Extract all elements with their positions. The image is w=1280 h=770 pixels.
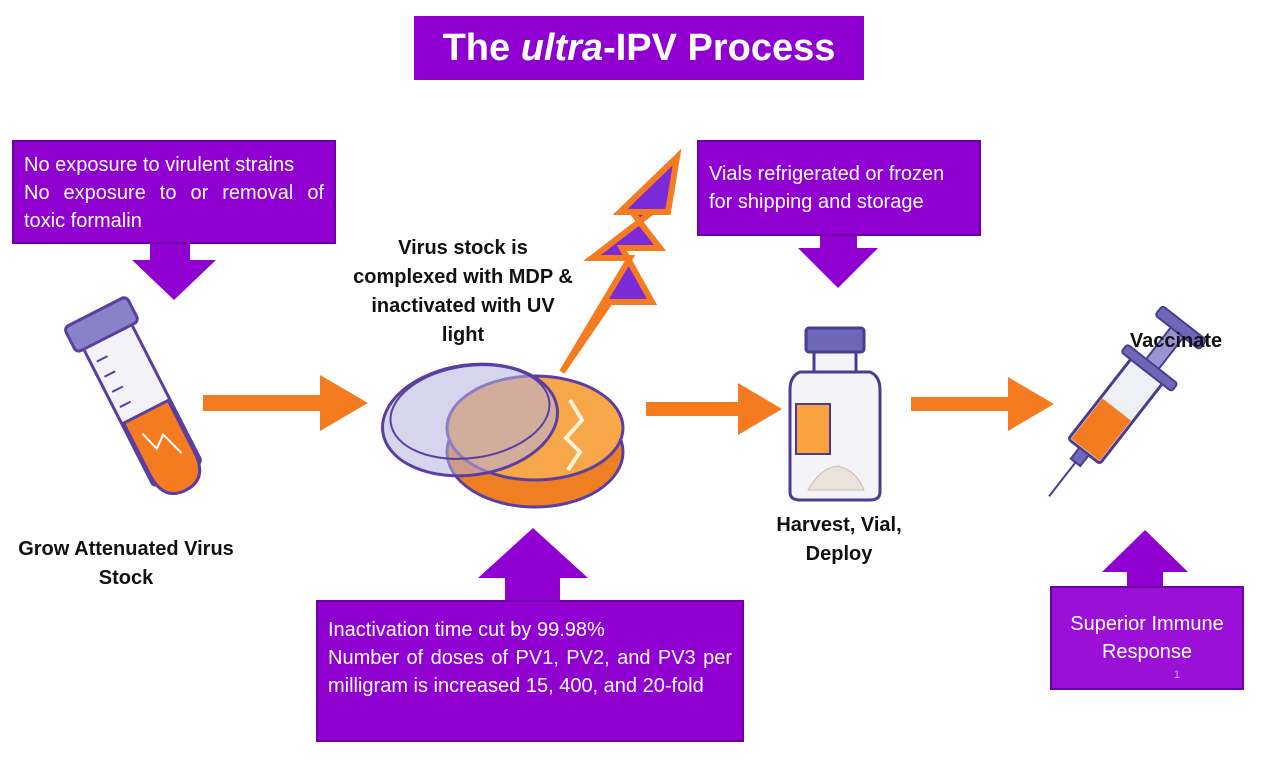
step-label-harvest: Harvest, Vial, Deploy	[776, 514, 902, 565]
bottom-right-info-box: Superior Immune Response 1	[1050, 586, 1244, 690]
petri-dish-icon	[381, 362, 625, 509]
down-arrow-top-left	[132, 244, 216, 300]
top-left-box-line2: No exposure to or removal of toxic forma…	[24, 182, 324, 232]
vial-icon	[788, 326, 882, 502]
top-left-box-line1: No exposure to virulent strains	[24, 154, 295, 176]
top-right-box-text: Vials refrigerated or frozen for shippin…	[709, 163, 945, 213]
process-arrow-1	[203, 375, 368, 431]
page-title: The ultra-IPV Process	[414, 16, 864, 80]
up-arrow-bottom-right	[1102, 530, 1188, 586]
top-right-info-box: Vials refrigerated or frozen for shippin…	[697, 140, 981, 236]
bottom-center-box-line2: Number of doses of PV1, PV2, and PV3 per…	[328, 647, 732, 697]
up-arrow-bottom-center	[478, 528, 588, 600]
process-arrow-3	[911, 377, 1054, 431]
process-arrow-2	[646, 383, 782, 435]
step-label-virus: Virus stock is complexed with MDP & inac…	[353, 237, 573, 346]
bottom-right-box-text: Superior Immune Response	[1070, 613, 1224, 663]
step-label-vaccinate: Vaccinate	[1129, 330, 1223, 352]
lightning-bolt-icon	[559, 148, 682, 374]
down-arrow-top-right	[798, 236, 878, 288]
page-number: 1	[1173, 669, 1180, 681]
syringe-icon	[1048, 305, 1207, 497]
top-left-info-box: No exposure to virulent strains No expos…	[12, 140, 336, 244]
bottom-center-info-box: Inactivation time cut by 99.98% Number o…	[316, 600, 744, 742]
test-tube-icon	[64, 296, 202, 495]
bottom-center-box-line1: Inactivation time cut by 99.98%	[328, 619, 605, 641]
step-label-grow: Grow Attenuated Virus Stock	[18, 538, 234, 589]
